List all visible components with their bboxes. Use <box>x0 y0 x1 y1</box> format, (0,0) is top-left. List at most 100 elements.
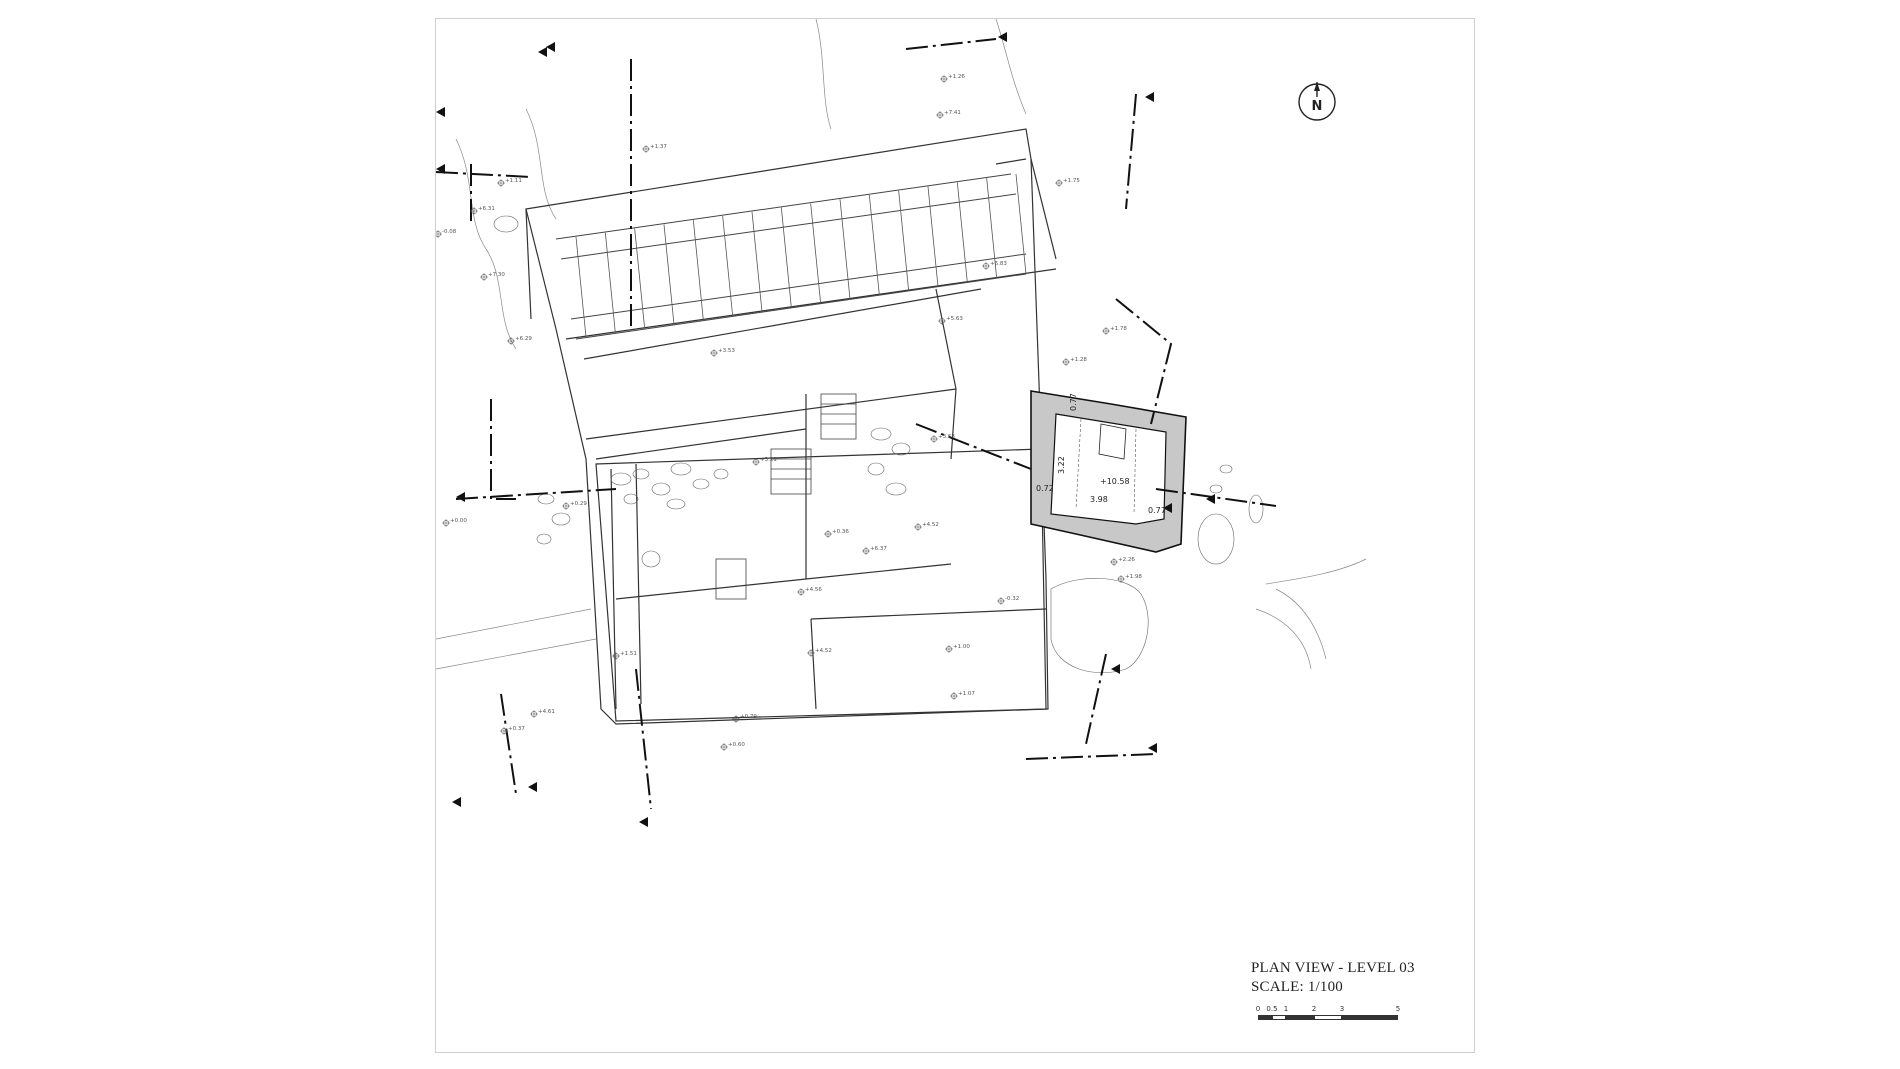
rafter-line <box>839 199 851 300</box>
elevation-marker: +6.29 <box>507 336 532 345</box>
scale-bar-segment <box>1314 1015 1342 1020</box>
elevation-value: +2.26 <box>1118 557 1135 563</box>
scale-tick-label: 3 <box>1339 1005 1345 1013</box>
elevation-value: +3.21 <box>760 457 777 463</box>
elevation-marker: +0.29 <box>562 501 587 510</box>
section-marker <box>1148 743 1157 753</box>
rafter-line <box>722 215 734 317</box>
rafter-line <box>927 186 939 287</box>
elevation-marker: +1.07 <box>950 691 975 700</box>
elevation-value: +1.28 <box>1070 357 1087 363</box>
elevation-marker: +0.60 <box>720 742 745 751</box>
elevation-marker: +0.00 <box>442 518 467 527</box>
elevation-marker: +4.61 <box>530 709 555 718</box>
elevation-value: +1.11 <box>505 178 522 184</box>
section-marker <box>456 492 465 502</box>
elevation-marker: +5.63 <box>938 316 963 325</box>
rafter-line <box>1015 173 1027 275</box>
elevation-marker: +3.68 <box>930 434 955 443</box>
elevation-marker: -0.08 <box>436 229 457 238</box>
rafter-line <box>634 228 646 329</box>
section-marker <box>528 782 537 792</box>
elevation-marker: +1.75 <box>1055 178 1080 187</box>
section-marker <box>436 107 445 117</box>
drawing-title: PLAN VIEW - LEVEL 03 <box>1251 960 1415 976</box>
elevation-marker: +6.37 <box>862 546 887 555</box>
rafter-line <box>898 190 910 291</box>
building-outer-walls <box>525 128 1057 725</box>
dimension-labels: 0.77 3.22 +10.58 3.98 0.72 0.77 <box>1036 393 1166 515</box>
drawing-sheet: +1.26 +7.41 +1.37 +1.11 +6.31 -0.08 +7.30 +1.75… <box>435 18 1475 1053</box>
section-marker <box>538 47 547 57</box>
elevation-value: +4.52 <box>815 648 832 654</box>
rafter-line <box>868 194 880 296</box>
section-marker <box>1111 664 1120 674</box>
north-arrow: N <box>1294 79 1340 125</box>
section-line <box>635 668 652 810</box>
elevation-value: +4.61 <box>538 709 555 715</box>
elevation-marker: +0.36 <box>824 529 849 538</box>
elevation-marker: +4.56 <box>797 587 822 596</box>
elevation-marker: +4.52 <box>914 522 939 531</box>
terrain-contours <box>436 19 1367 670</box>
stairs <box>715 393 857 600</box>
elevation-value: +1.51 <box>620 651 637 657</box>
plan-drawing: +1.26 +7.41 +1.37 +1.11 +6.31 -0.08 +7.30 +1.75… <box>436 19 1367 827</box>
title-block: PLAN VIEW - LEVEL 03 SCALE: 1/100 <box>1251 959 1451 997</box>
section-line <box>1085 653 1107 745</box>
elevation-value: +7.41 <box>944 110 961 116</box>
scale-tick-label: 1 <box>1283 1005 1289 1013</box>
elevation-marker: +1.37 <box>642 144 667 153</box>
elevation-marker: +3.53 <box>710 348 735 357</box>
elevation-marker: +6.83 <box>982 261 1007 270</box>
elevation-marker: +3.21 <box>752 457 777 466</box>
rafter-line <box>780 207 792 308</box>
section-line <box>490 399 516 500</box>
elevation-value: +1.26 <box>948 74 965 80</box>
rafter-line <box>751 211 763 312</box>
elevation-value: +6.29 <box>515 336 532 342</box>
roof-beams <box>555 173 1027 340</box>
elevation-value: +1.98 <box>1125 574 1142 580</box>
elevation-marker: +1.26 <box>940 74 965 83</box>
rafter-line <box>986 178 998 279</box>
stone-rubble <box>493 215 1264 674</box>
elevation-marker: +7.41 <box>936 110 961 119</box>
elevation-value: +0.00 <box>450 518 467 524</box>
section-marker <box>546 42 555 52</box>
rafter-line <box>575 236 587 338</box>
rafter-line <box>663 224 675 325</box>
elevation-value: +4.56 <box>805 587 822 593</box>
section-line <box>500 693 517 795</box>
elevation-value: +1.78 <box>1110 326 1127 332</box>
section-line <box>1125 93 1137 210</box>
rafter-line <box>956 182 968 283</box>
elevation-marker: +1.11 <box>497 178 522 187</box>
rafters-group <box>575 173 1027 338</box>
elevation-marker: +2.26 <box>1110 557 1135 566</box>
elevation-value: +6.31 <box>478 206 495 212</box>
elevation-value: +3.68 <box>938 434 955 440</box>
scale-tick-label: 5 <box>1395 1005 1401 1013</box>
elevation-value: -0.08 <box>442 229 457 235</box>
elevation-marker: +1.98 <box>1117 574 1142 583</box>
dimension-label: 3.98 <box>1090 495 1108 504</box>
elevation-value: +0.60 <box>728 742 745 748</box>
section-line <box>436 171 532 178</box>
elevation-value: +1.75 <box>1063 178 1080 184</box>
elevation-value: +1.37 <box>650 144 667 150</box>
compass-icon <box>1298 82 1336 121</box>
section-line <box>1115 298 1173 425</box>
elevation-marker: +0.79 <box>732 714 757 723</box>
scale-bar-segment <box>1258 1015 1272 1020</box>
north-label: N <box>1311 99 1323 114</box>
elevation-marker: +1.28 <box>1062 357 1087 366</box>
elevation-marker: +1.78 <box>1102 326 1127 335</box>
section-marker <box>639 817 648 827</box>
shaded-tower <box>1030 390 1187 553</box>
elevation-value: +7.30 <box>488 272 505 278</box>
rafter-line <box>692 220 704 321</box>
elevation-value: +1.00 <box>953 644 970 650</box>
dimension-label: +10.58 <box>1100 477 1130 486</box>
elevation-marker: +6.31 <box>470 206 495 215</box>
